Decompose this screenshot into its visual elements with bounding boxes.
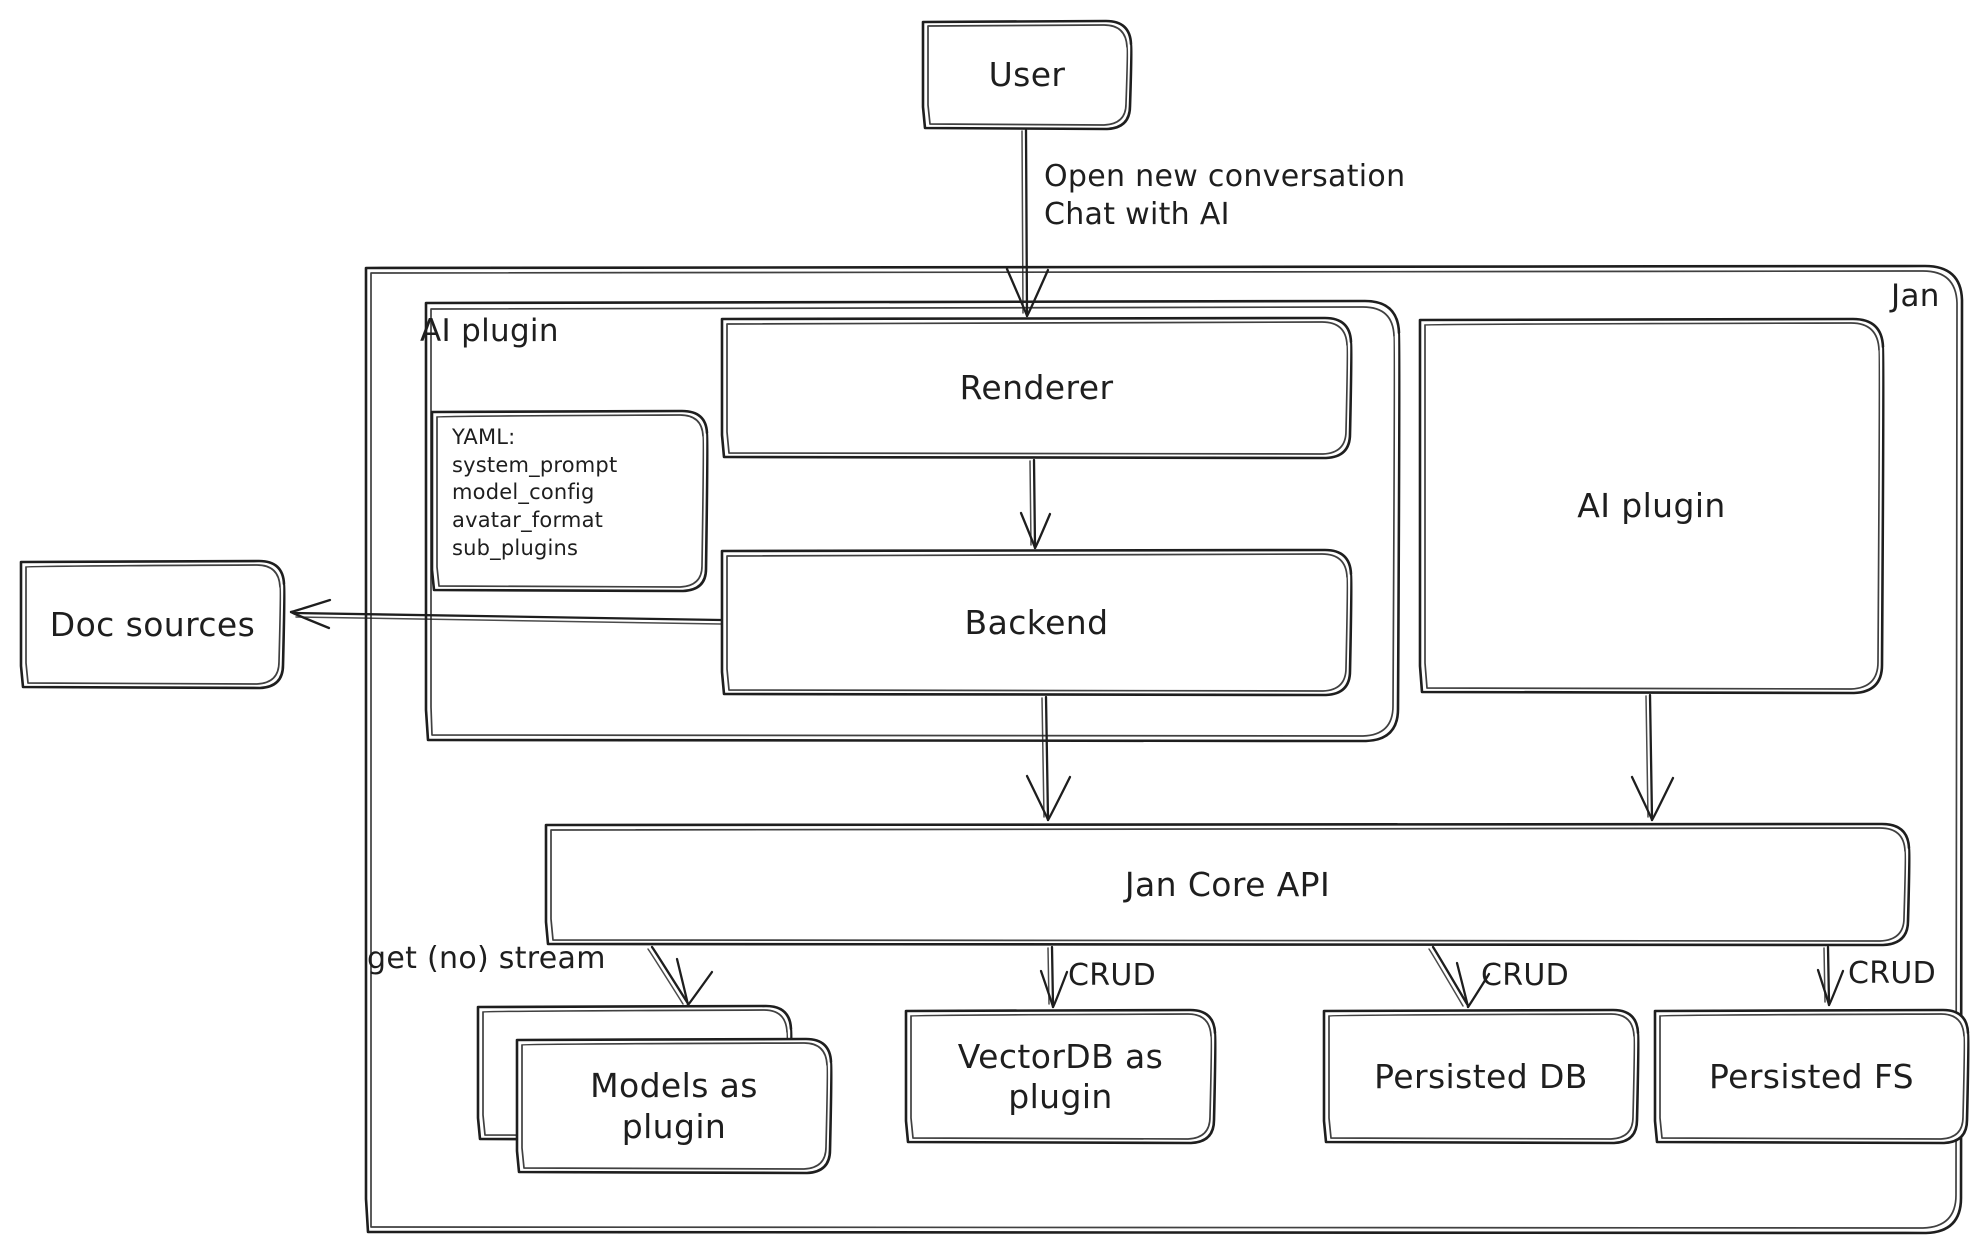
edge-core-to-models xyxy=(647,945,714,1007)
node-label-jan-core-api[interactable]: Jan Core API xyxy=(1124,864,1331,904)
node-vectordb-as-plugin[interactable] xyxy=(904,1008,1217,1145)
node-label-vectordb-as-plugin[interactable]: VectorDB as plugin xyxy=(957,1036,1164,1116)
edge-label-core-to-models: get (no) stream xyxy=(367,941,606,976)
edge-ai-plugin-to-core xyxy=(1630,693,1675,822)
yaml-card-text: YAML: system_prompt model_config avatar_… xyxy=(452,425,618,560)
yaml-card[interactable] xyxy=(430,409,709,593)
edge-label-user-to-renderer: Open new conversation Chat with AI xyxy=(1044,159,1406,233)
node-ai-plugin[interactable] xyxy=(1418,317,1885,695)
node-persisted-db[interactable] xyxy=(1322,1008,1640,1145)
edge-label-core-to-persisted-db: CRUD xyxy=(1481,958,1570,993)
node-label-renderer[interactable]: Renderer xyxy=(959,368,1114,408)
node-label-ai-plugin[interactable]: AI plugin xyxy=(1577,486,1726,526)
edge-core-to-persisted-fs xyxy=(1816,945,1845,1007)
node-user[interactable] xyxy=(921,19,1133,131)
node-label-persisted-fs[interactable]: Persisted FS xyxy=(1709,1056,1914,1096)
edge-label-core-to-persisted-fs: CRUD xyxy=(1848,956,1937,991)
edge-user-to-renderer xyxy=(1005,128,1050,318)
group-label-ai-plugin: AI plugin xyxy=(420,313,559,349)
node-doc-sources[interactable] xyxy=(19,559,286,690)
node-label-user[interactable]: User xyxy=(988,55,1066,95)
edge-label-core-to-vectordb: CRUD xyxy=(1068,958,1157,993)
edge-backend-to-doc-sources xyxy=(289,598,723,630)
node-backend[interactable] xyxy=(720,548,1353,697)
node-models-as-plugin[interactable] xyxy=(515,1037,833,1175)
group-label-jan: Jan xyxy=(1891,278,1940,314)
node-label-backend[interactable]: Backend xyxy=(964,602,1109,642)
edge-backend-to-core xyxy=(1025,695,1072,822)
node-persisted-fs[interactable] xyxy=(1653,1008,1970,1145)
node-label-models-as-plugin[interactable]: Models as plugin xyxy=(590,1066,758,1146)
node-jan-core-api[interactable] xyxy=(544,822,1911,947)
edge-core-to-persisted-db xyxy=(1428,945,1491,1009)
edge-renderer-to-backend xyxy=(1019,458,1052,550)
node-renderer[interactable] xyxy=(720,316,1353,460)
node-label-persisted-db[interactable]: Persisted DB xyxy=(1374,1056,1588,1096)
edge-core-to-vectordb xyxy=(1039,945,1069,1009)
node-label-doc-sources[interactable]: Doc sources xyxy=(49,604,256,644)
